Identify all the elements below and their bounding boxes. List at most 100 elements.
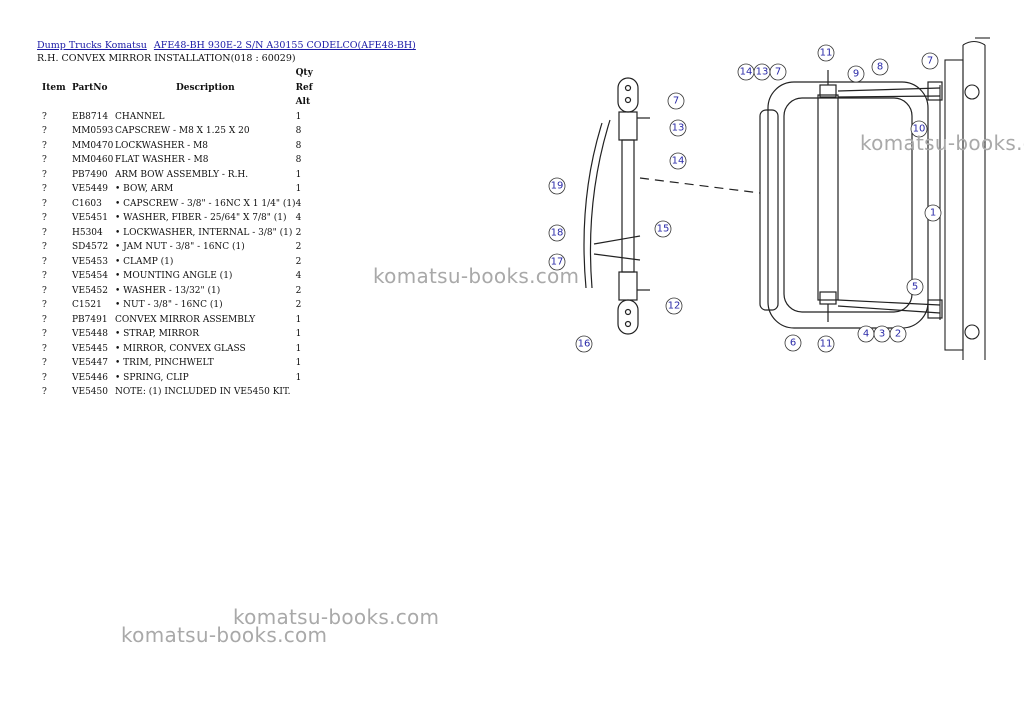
- row-partno: VE5453: [72, 256, 108, 267]
- callout-circle: [667, 92, 685, 110]
- row-description: • STRAP, MIRROR: [115, 329, 200, 339]
- callout: 14: [737, 63, 755, 81]
- callout-circle: [769, 63, 787, 81]
- breadcrumb-link-dump-trucks[interactable]: Dump Trucks Komatsu: [37, 40, 147, 51]
- header-qty: Qty Ref Alt: [295, 68, 313, 107]
- callout: 11: [817, 44, 835, 62]
- row-description: • MOUNTING ANGLE (1): [115, 271, 233, 281]
- row-partno: VE5449: [72, 184, 108, 194]
- row-partno: VE5450: [72, 387, 108, 397]
- row-item: ?: [42, 372, 47, 383]
- callout: 13: [753, 63, 771, 81]
- row-partno: MM0593: [72, 126, 114, 136]
- row-qty: 8: [295, 140, 302, 151]
- callout-number: 4: [863, 329, 869, 340]
- cab-frame: [939, 37, 990, 360]
- row-description: FLAT WASHER - M8: [115, 155, 209, 165]
- callout: 8: [871, 58, 889, 76]
- header-partno: PartNo: [72, 82, 108, 93]
- callout-number: 10: [913, 124, 926, 135]
- row-description: ARM BOW ASSEMBLY - R.H.: [115, 169, 249, 180]
- callout-circle: [669, 119, 687, 137]
- callout-number: 9: [853, 69, 859, 80]
- callout: 13: [669, 119, 687, 137]
- row-description: • NUT - 3/8" - 16NC (1): [115, 300, 223, 310]
- watermark-4: komatsu-books.com: [121, 623, 328, 647]
- row-qty: 1: [295, 314, 302, 325]
- row-qty: 1: [295, 329, 302, 339]
- callout-circle: [871, 58, 889, 76]
- row-qty: 1: [295, 358, 302, 368]
- callout: 2: [889, 325, 907, 343]
- row-description: • WASHER - 13/32" (1): [115, 285, 221, 296]
- row-qty: 4: [295, 271, 302, 281]
- row-item: ?: [42, 140, 47, 151]
- callout-circle: [654, 220, 672, 238]
- callout: 7: [921, 52, 939, 70]
- callout: 6: [784, 334, 802, 352]
- callout: 7: [667, 92, 685, 110]
- row-qty: 1: [295, 111, 302, 122]
- row-item: ?: [42, 198, 47, 209]
- table-row: ?VE5451• WASHER, FIBER - 25/64" X 7/8" (…: [37, 211, 313, 226]
- callout-number: 8: [877, 62, 883, 73]
- row-partno: VE5454: [72, 271, 108, 281]
- row-item: ?: [42, 227, 47, 238]
- callout-number: 12: [668, 301, 681, 312]
- breadcrumb-link-model[interactable]: AFE48-BH 930E-2 S/N A30155 CODELCO(AFE48…: [153, 40, 416, 51]
- header-item: Item: [42, 82, 66, 93]
- row-qty: 4: [295, 198, 302, 209]
- row-partno: MM0460: [72, 155, 114, 165]
- row-description: • BOW, ARM: [115, 184, 174, 194]
- callout: 14: [669, 152, 687, 170]
- header-description: Description: [175, 82, 235, 93]
- table-row: ?VE5454• MOUNTING ANGLE (1)4: [37, 269, 313, 284]
- callout: 15: [654, 220, 672, 238]
- callout-number: 18: [551, 228, 564, 239]
- row-item: ?: [42, 111, 47, 122]
- row-qty: 1: [295, 372, 302, 383]
- callout: 19: [548, 177, 566, 195]
- row-item: ?: [42, 343, 47, 354]
- row-description: • WASHER, FIBER - 25/64" X 7/8" (1): [115, 213, 287, 223]
- row-partno: EB8714: [72, 111, 109, 122]
- row-description: NOTE: (1) INCLUDED IN VE5450 KIT.: [115, 387, 291, 397]
- parts-table: Item PartNo Description Qty Ref Alt ? EB8…: [37, 66, 313, 400]
- callout-circle: [665, 297, 683, 315]
- callout: 17: [548, 253, 566, 271]
- callout: 16: [575, 335, 593, 353]
- callout-circle: [548, 224, 566, 242]
- callout-circle: [910, 120, 928, 138]
- callout: 11: [817, 335, 835, 353]
- callout: 10: [910, 120, 928, 138]
- row-partno: VE5447: [72, 358, 108, 368]
- row-partno: H5304: [72, 227, 103, 238]
- header-alt: Alt: [295, 97, 311, 107]
- watermark-3: komatsu-books.com: [233, 605, 440, 629]
- callout-number: 19: [551, 181, 564, 192]
- callout-circle: [906, 278, 924, 296]
- row-partno: PB7490: [72, 169, 108, 180]
- row-item: ?: [42, 155, 47, 165]
- header-ref: Ref: [295, 82, 313, 93]
- table-row: ?VE5453• CLAMP (1)2: [37, 255, 313, 270]
- row-description: • MIRROR, CONVEX GLASS: [115, 343, 246, 354]
- callout-circle: [921, 52, 939, 70]
- callout: 1: [924, 204, 942, 222]
- row-partno: C1603: [72, 198, 102, 209]
- table-header-row: Item PartNo Description Qty Ref Alt: [37, 66, 313, 110]
- callout-circle: [889, 325, 907, 343]
- callout: 9: [847, 65, 865, 83]
- row-qty: 2: [295, 285, 302, 296]
- row-item: ?: [42, 285, 47, 296]
- row-partno: VE5446: [72, 372, 108, 383]
- row-partno: SD4572: [72, 242, 109, 252]
- row-qty: 1: [295, 343, 302, 354]
